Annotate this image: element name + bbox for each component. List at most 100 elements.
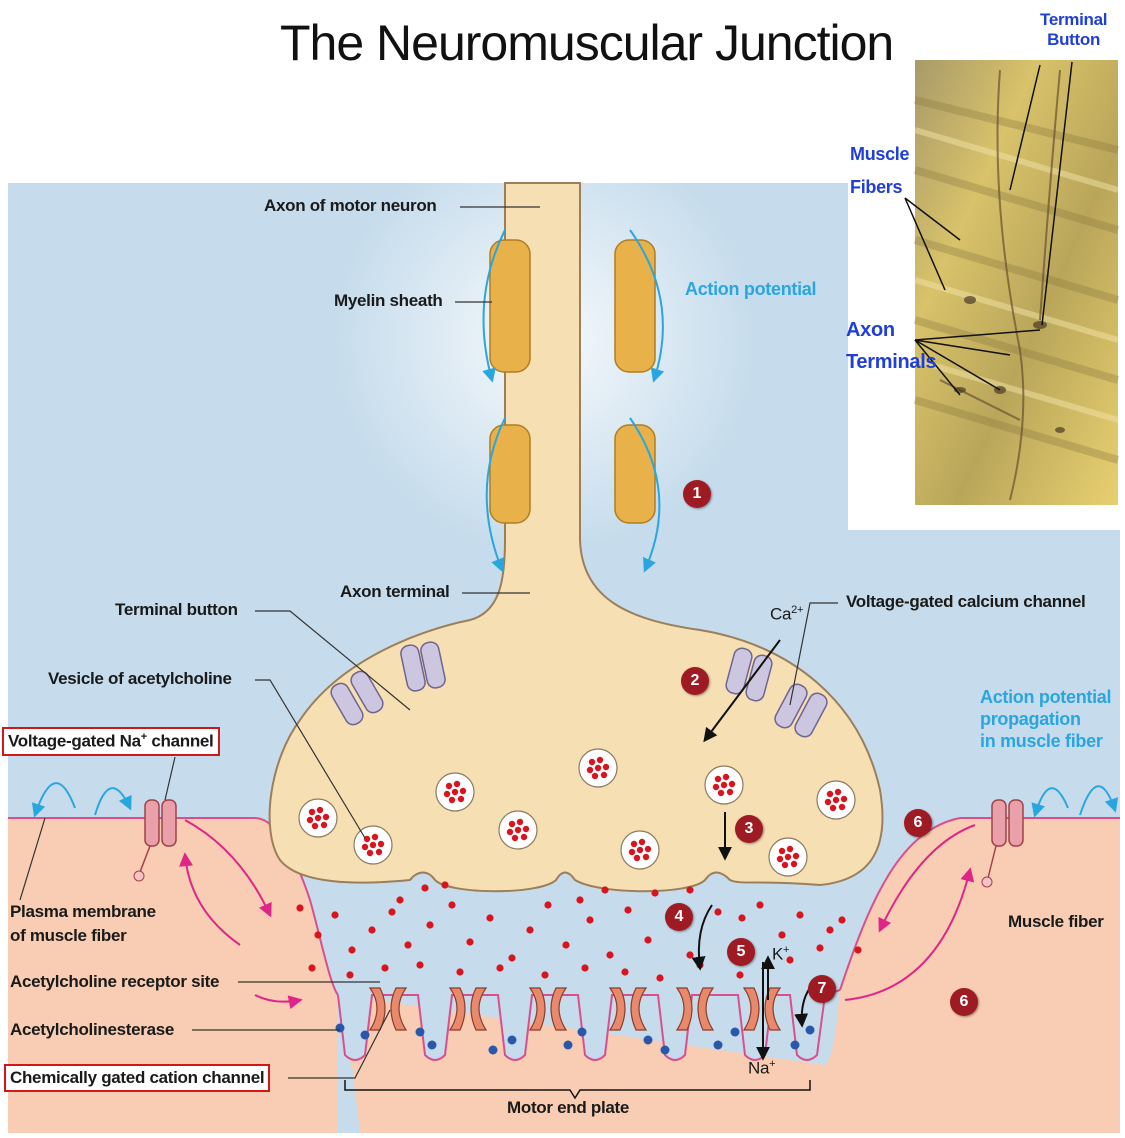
vesicle [436,773,474,811]
ach-molecule [526,926,533,933]
ach-molecule [581,964,588,971]
step-marker-6a: 6 [904,809,932,837]
ach-molecule [586,916,593,923]
ach-molecule [314,931,321,938]
inset-terminal-button-label: Terminal Button [1040,10,1107,50]
ach-molecule [736,971,743,978]
vesicle [499,811,537,849]
ach-molecule [838,916,845,923]
step-marker-4: 4 [665,903,693,931]
ach-molecule [651,889,658,896]
inset-muscle-fibers-line2: Fibers [850,171,909,204]
label-action-potential: Action potential [685,279,816,300]
ach-molecule [396,896,403,903]
inset-axon-terminals-line2: Terminals [846,346,936,378]
myelin-segment-left-upper [490,240,530,372]
esterase-molecule [644,1036,653,1045]
myelin-segment-right-upper [615,240,655,372]
ach-molecule [381,964,388,971]
vesicle [769,838,807,876]
ach-molecule [826,926,833,933]
ion-sodium-charge: + [769,1058,775,1070]
micrograph-inset [905,60,1118,505]
esterase-molecule [791,1041,800,1050]
ach-molecule [368,926,375,933]
label-myelin-sheath: Myelin sheath [334,291,443,311]
ach-molecule [541,971,548,978]
ach-molecule [778,931,785,938]
esterase-molecule [428,1041,437,1050]
inset-axon-terminals-line1: Axon [846,314,936,346]
ap-propagation-line2: propagation [980,708,1111,730]
esterase-molecule [731,1028,740,1037]
esterase-molecule [336,1024,345,1033]
ach-molecule [576,896,583,903]
plasma-membrane-line1: Plasma membrane [10,900,156,924]
esterase-molecule [508,1036,517,1045]
ach-molecule [816,944,823,951]
esterase-molecule [578,1028,587,1037]
ach-molecule [686,886,693,893]
ach-molecule [606,951,613,958]
label-ap-propagation: Action potential propagation in muscle f… [980,686,1111,752]
label-voltage-gated-na-channel: Voltage-gated Na+ channel [2,727,220,756]
step-marker-3: 3 [735,815,763,843]
esterase-molecule [661,1046,670,1055]
ach-molecule [388,908,395,915]
label-chemically-gated-channel: Chemically gated cation channel [4,1064,270,1092]
step-marker-6b: 6 [950,988,978,1016]
ach-molecule [738,914,745,921]
ach-molecule [644,936,651,943]
esterase-molecule [489,1046,498,1055]
inset-muscle-fibers-label: Muscle Fibers [850,138,909,204]
ion-sodium: Na+ [748,1058,775,1079]
ach-molecule [448,901,455,908]
label-motor-end-plate: Motor end plate [507,1098,629,1118]
ach-molecule [441,881,448,888]
ach-molecule [404,941,411,948]
label-muscle-fiber: Muscle fiber [1008,912,1104,932]
ion-potassium: K+ [772,944,789,965]
ion-sodium-symbol: Na [748,1059,769,1078]
ach-molecule [756,901,763,908]
step-marker-1: 1 [683,480,711,508]
na-channel-suffix: channel [147,732,214,751]
label-axon-motor-neuron: Axon of motor neuron [264,196,436,216]
step-marker-5: 5 [727,938,755,966]
ion-calcium-charge: 2+ [791,604,803,616]
step-marker-2: 2 [681,667,709,695]
inset-axon-terminals-label: Axon Terminals [846,314,936,378]
label-plasma-membrane: Plasma membrane of muscle fiber [10,900,156,948]
ach-molecule [624,906,631,913]
na-channel-text: Voltage-gated Na [8,732,141,751]
ach-molecule [601,886,608,893]
esterase-molecule [714,1041,723,1050]
ach-molecule [562,941,569,948]
ion-potassium-symbol: K [772,945,783,964]
ach-molecule [544,901,551,908]
esterase-molecule [564,1041,573,1050]
label-axon-terminal: Axon terminal [340,582,449,602]
ap-propagation-line3: in muscle fiber [980,730,1111,752]
page-title: The Neuromuscular Junction [280,14,893,72]
vesicle [354,826,392,864]
ach-molecule [456,968,463,975]
ion-potassium-charge: + [783,944,789,956]
inset-muscle-fibers-line1: Muscle [850,138,909,171]
vesicle [299,799,337,837]
esterase-molecule [416,1028,425,1037]
vesicle [705,766,743,804]
ach-molecule [486,914,493,921]
plasma-membrane-line2: of muscle fiber [10,924,156,948]
ach-molecule [621,968,628,975]
ach-molecule [714,908,721,915]
label-vesicle-acetylcholine: Vesicle of acetylcholine [48,669,232,689]
step-marker-7: 7 [808,975,836,1003]
ach-molecule [346,971,353,978]
label-acetylcholinesterase: Acetylcholinesterase [10,1020,174,1040]
ap-propagation-line1: Action potential [980,686,1111,708]
vesicle [579,749,617,787]
esterase-molecule [361,1031,370,1040]
